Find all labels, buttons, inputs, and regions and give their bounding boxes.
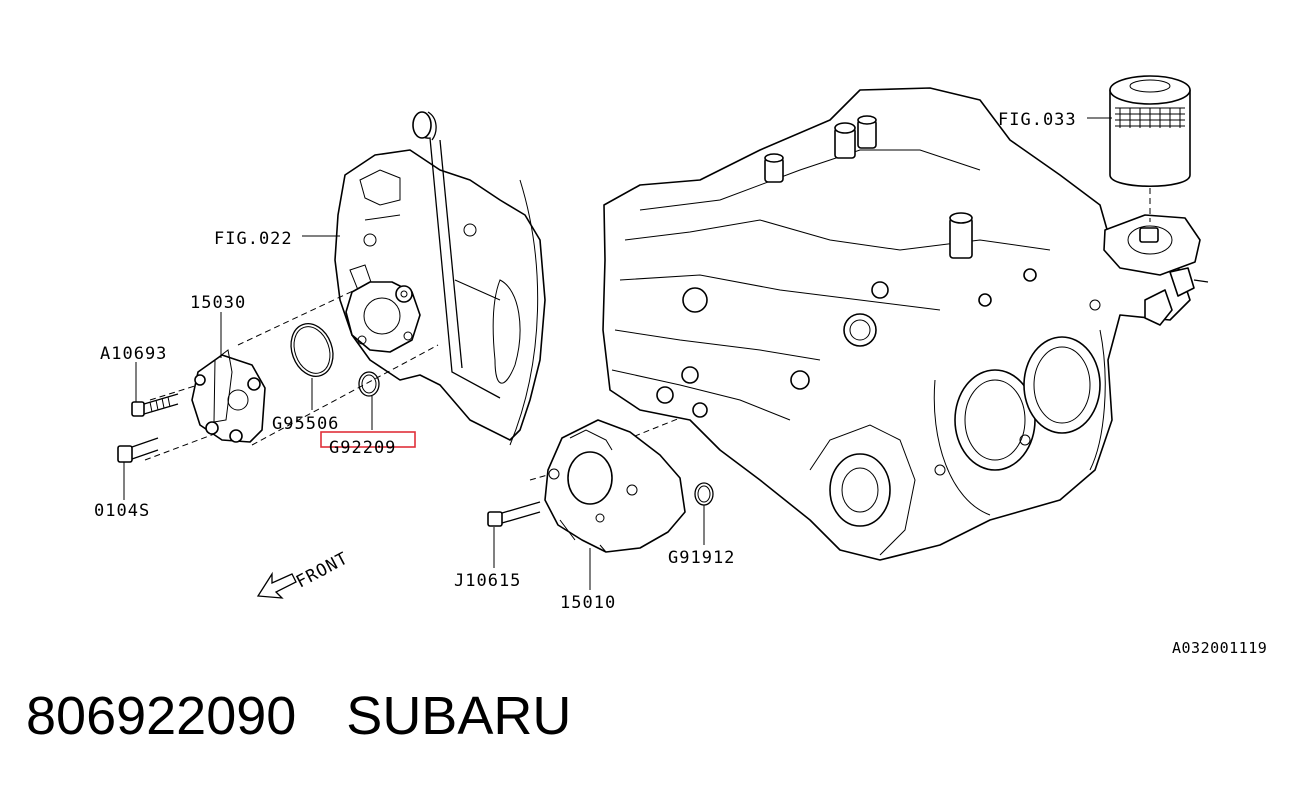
diagram-reference: A032001119 — [1172, 639, 1267, 657]
o-ring-g91912 — [694, 482, 714, 506]
oil-filter-drawing — [1109, 75, 1191, 222]
highlight-box — [320, 431, 416, 448]
part-number: 806922090 — [26, 686, 297, 746]
leader-lines — [123, 117, 1112, 590]
engine-block-drawing — [602, 87, 1209, 561]
caption: 806922090 SUBARU — [26, 684, 571, 748]
water-pump-drawing — [191, 349, 266, 443]
o-ring-g95506 — [290, 323, 334, 377]
bolt-0104s — [117, 437, 159, 463]
front-arrow: FRONT — [256, 548, 352, 599]
label-15030[interactable]: 15030 — [190, 293, 246, 313]
oil-pump-drawing — [487, 419, 686, 553]
label-g95506[interactable]: G95506 — [272, 414, 339, 434]
brand-name: SUBARU — [346, 686, 572, 746]
label-g91912[interactable]: G91912 — [668, 548, 735, 568]
label-a10693[interactable]: A10693 — [100, 344, 167, 364]
bolt-a10693 — [131, 393, 179, 417]
label-15010[interactable]: 15010 — [560, 593, 616, 613]
label-0104s[interactable]: 0104S — [94, 501, 150, 521]
label-fig-033[interactable]: FIG.033 — [998, 110, 1077, 130]
timing-cover-drawing — [334, 111, 546, 446]
label-fig-022[interactable]: FIG.022 — [214, 229, 293, 249]
label-j10615[interactable]: J10615 — [454, 571, 521, 591]
front-label: FRONT — [293, 548, 352, 592]
label-g92209[interactable]: G92209 — [329, 438, 396, 458]
o-ring-g92209 — [358, 371, 380, 397]
